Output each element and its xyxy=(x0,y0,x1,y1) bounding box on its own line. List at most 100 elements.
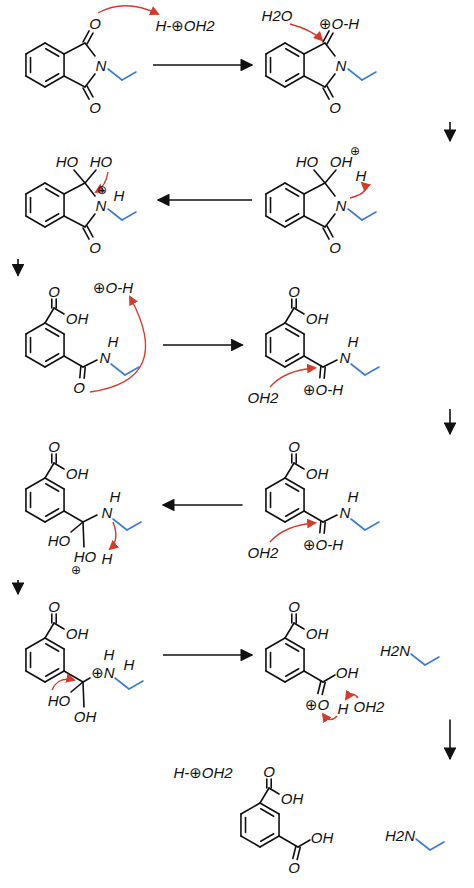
aromatic-bond-line xyxy=(30,653,32,668)
bond-line xyxy=(325,183,335,196)
bond-line xyxy=(351,364,365,375)
double-bond-line xyxy=(87,86,93,97)
bond-line xyxy=(303,54,305,76)
bond-line xyxy=(83,515,97,522)
bond-line xyxy=(85,170,96,183)
bond-line xyxy=(241,803,260,814)
double-bond-line xyxy=(270,779,272,788)
bond-line xyxy=(425,657,439,665)
bond-line xyxy=(85,214,95,227)
double-bond-line xyxy=(55,299,57,308)
double-bond-line xyxy=(84,367,85,378)
bond-line xyxy=(285,478,304,489)
bond-line xyxy=(26,638,45,649)
aromatic-bond-line xyxy=(286,354,299,361)
bond-line xyxy=(314,170,325,183)
reaction-arrow xyxy=(158,199,252,201)
reaction-arrow xyxy=(449,122,451,141)
bond-line xyxy=(64,511,83,522)
aromatic-bond-line xyxy=(286,329,299,336)
atom-label: O xyxy=(89,100,101,115)
bond-line xyxy=(285,463,294,478)
atom-label: H2N xyxy=(380,643,410,658)
atom-label: OH xyxy=(311,830,334,845)
bond-line xyxy=(362,72,376,80)
bond-line xyxy=(260,836,279,847)
bond-line xyxy=(241,836,260,847)
bond-line xyxy=(71,522,83,532)
aromatic-bond-line xyxy=(46,669,59,676)
atom-label: N xyxy=(336,58,347,73)
bond-line xyxy=(265,54,267,76)
bond-line xyxy=(266,478,285,489)
bond-line xyxy=(25,194,27,216)
bond-line xyxy=(304,183,325,194)
atom-label: N xyxy=(340,505,351,520)
bond-line xyxy=(325,170,336,183)
bond-line xyxy=(304,43,325,54)
bond-line xyxy=(45,623,54,638)
electron-arrow xyxy=(290,24,322,40)
structure-panel: HOHO⊕NHO xyxy=(10,145,155,257)
bond-line xyxy=(63,649,65,671)
atom-label: O xyxy=(329,240,341,255)
bond-line xyxy=(260,803,279,814)
bond-line xyxy=(278,814,280,836)
aromatic-bond-line xyxy=(46,49,59,56)
bond-line xyxy=(269,788,279,794)
atom-label: OH xyxy=(306,466,329,481)
atom-label: O xyxy=(288,599,300,614)
atom-label: O xyxy=(263,764,275,779)
bond-line xyxy=(285,43,304,54)
structure-panel: OOHNHOH2⊕O-H xyxy=(246,281,465,407)
bond-line xyxy=(45,308,54,323)
bond-line xyxy=(266,638,285,649)
double-bond-line xyxy=(293,846,296,858)
bond-line xyxy=(365,522,379,530)
double-bond-line xyxy=(322,683,325,695)
bond-line xyxy=(26,216,45,227)
double-bond-line xyxy=(324,367,325,378)
electron-arrow xyxy=(350,183,365,198)
bond-line xyxy=(115,678,129,689)
bond-line xyxy=(26,478,45,489)
bond-line xyxy=(45,478,64,489)
double-bond-line xyxy=(320,367,321,378)
aromatic-bond-line xyxy=(270,58,272,73)
aromatic-bond-line xyxy=(286,189,299,196)
structure-panel: OOHOH⊕OHOH2H2N xyxy=(255,596,465,718)
bond-line xyxy=(108,69,122,80)
bond-line xyxy=(266,323,285,334)
atom-label: OH xyxy=(66,311,89,326)
bond-line xyxy=(303,334,305,356)
atom-label: H xyxy=(338,701,349,716)
atom-label: OH xyxy=(306,626,329,641)
bond-line xyxy=(63,194,65,216)
atom-label: O xyxy=(89,16,101,31)
atom-label: O xyxy=(48,599,60,614)
structure-panel: OOHH⊕NHHOOH xyxy=(10,596,160,726)
bond-line xyxy=(25,54,27,76)
bond-line xyxy=(294,308,304,314)
atom-label: N xyxy=(100,350,111,365)
atom-label: H xyxy=(348,489,359,504)
bond-line xyxy=(265,334,267,356)
bond-line xyxy=(25,649,27,671)
atom-label: ⊕O-H xyxy=(319,16,359,31)
bond-line xyxy=(285,183,304,194)
electron-arrow xyxy=(98,6,158,14)
bond-line xyxy=(285,323,304,334)
double-bond-line xyxy=(324,522,325,533)
reaction-arrow xyxy=(17,259,19,276)
bond-line xyxy=(26,183,45,194)
bond-line xyxy=(45,216,64,227)
aromatic-bond-line xyxy=(46,509,59,516)
bond-line xyxy=(45,183,64,194)
bond-line xyxy=(304,511,323,522)
structure-panel: ONO xyxy=(10,14,150,121)
double-bond-line xyxy=(266,779,268,788)
atom-label: N xyxy=(102,505,113,520)
bond-line xyxy=(285,511,304,522)
aromatic-bond-line xyxy=(286,74,299,81)
aromatic-bond-line xyxy=(245,818,247,833)
